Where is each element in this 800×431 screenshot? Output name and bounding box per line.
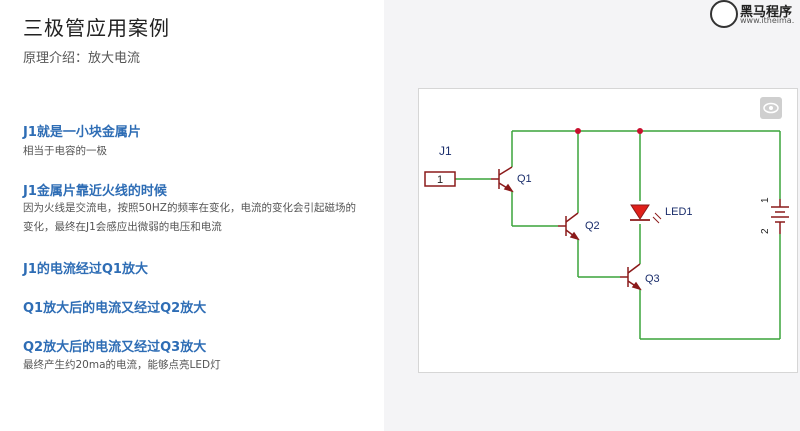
battery-pin1: 1 xyxy=(760,197,771,203)
q3-label: Q3 xyxy=(645,273,660,285)
q2-transistor xyxy=(558,212,580,241)
logo-text: 黑马程序 xyxy=(740,5,793,20)
j1-pin-label: 1 xyxy=(437,174,443,186)
horse-logo-icon xyxy=(710,0,738,28)
point-heading-2: J1金属片靠近火线的时候 xyxy=(23,184,167,199)
point-desc-1: 相当于电容的一极 xyxy=(23,145,107,157)
j1-label: J1 xyxy=(439,144,452,158)
brand-logo: 黑马程序 www.itheima. xyxy=(700,0,800,28)
eye-icon xyxy=(763,102,779,114)
wires xyxy=(455,130,781,340)
j1-connector: 1 xyxy=(424,171,456,187)
point-heading-1: J1就是一小块金属片 xyxy=(23,125,141,140)
logo-url: www.itheima. xyxy=(740,16,795,25)
point-desc-5: 最终产生约20ma的电流，能够点亮LED灯 xyxy=(23,359,221,371)
battery xyxy=(771,199,789,234)
led-label: LED1 xyxy=(665,206,693,218)
slide-subtitle: 原理介绍：放大电流 xyxy=(23,51,141,66)
point-heading-3: J1的电流经过Q1放大 xyxy=(23,262,148,277)
junction-dot xyxy=(637,128,643,134)
point-heading-5: Q2放大后的电流又经过Q3放大 xyxy=(23,340,207,355)
slide-title: 三极管应用案例 xyxy=(23,16,170,40)
q2-label: Q2 xyxy=(585,220,600,232)
point-desc-2: 因为火线是交流电，按照50HZ的频率在变化，电流的变化会引起磁场的变化，最终在J… xyxy=(23,202,356,233)
schematic-svg: 1 J1 Q1 Q2 Q3 xyxy=(424,128,789,340)
slide-text-panel: 三极管应用案例 原理介绍：放大电流 J1就是一小块金属片 相当于电容的一极 J1… xyxy=(0,0,384,431)
view-toggle-button[interactable] xyxy=(760,97,782,119)
q3-transistor xyxy=(620,263,642,291)
q1-label: Q1 xyxy=(517,173,532,185)
led-diode xyxy=(630,204,662,224)
junction-dot xyxy=(575,128,581,134)
point-heading-4: Q1放大后的电流又经过Q2放大 xyxy=(23,301,207,316)
q1-transistor xyxy=(491,166,514,193)
battery-pin2: 2 xyxy=(760,228,771,234)
circuit-schematic: 1 J1 Q1 Q2 Q3 xyxy=(418,88,798,373)
